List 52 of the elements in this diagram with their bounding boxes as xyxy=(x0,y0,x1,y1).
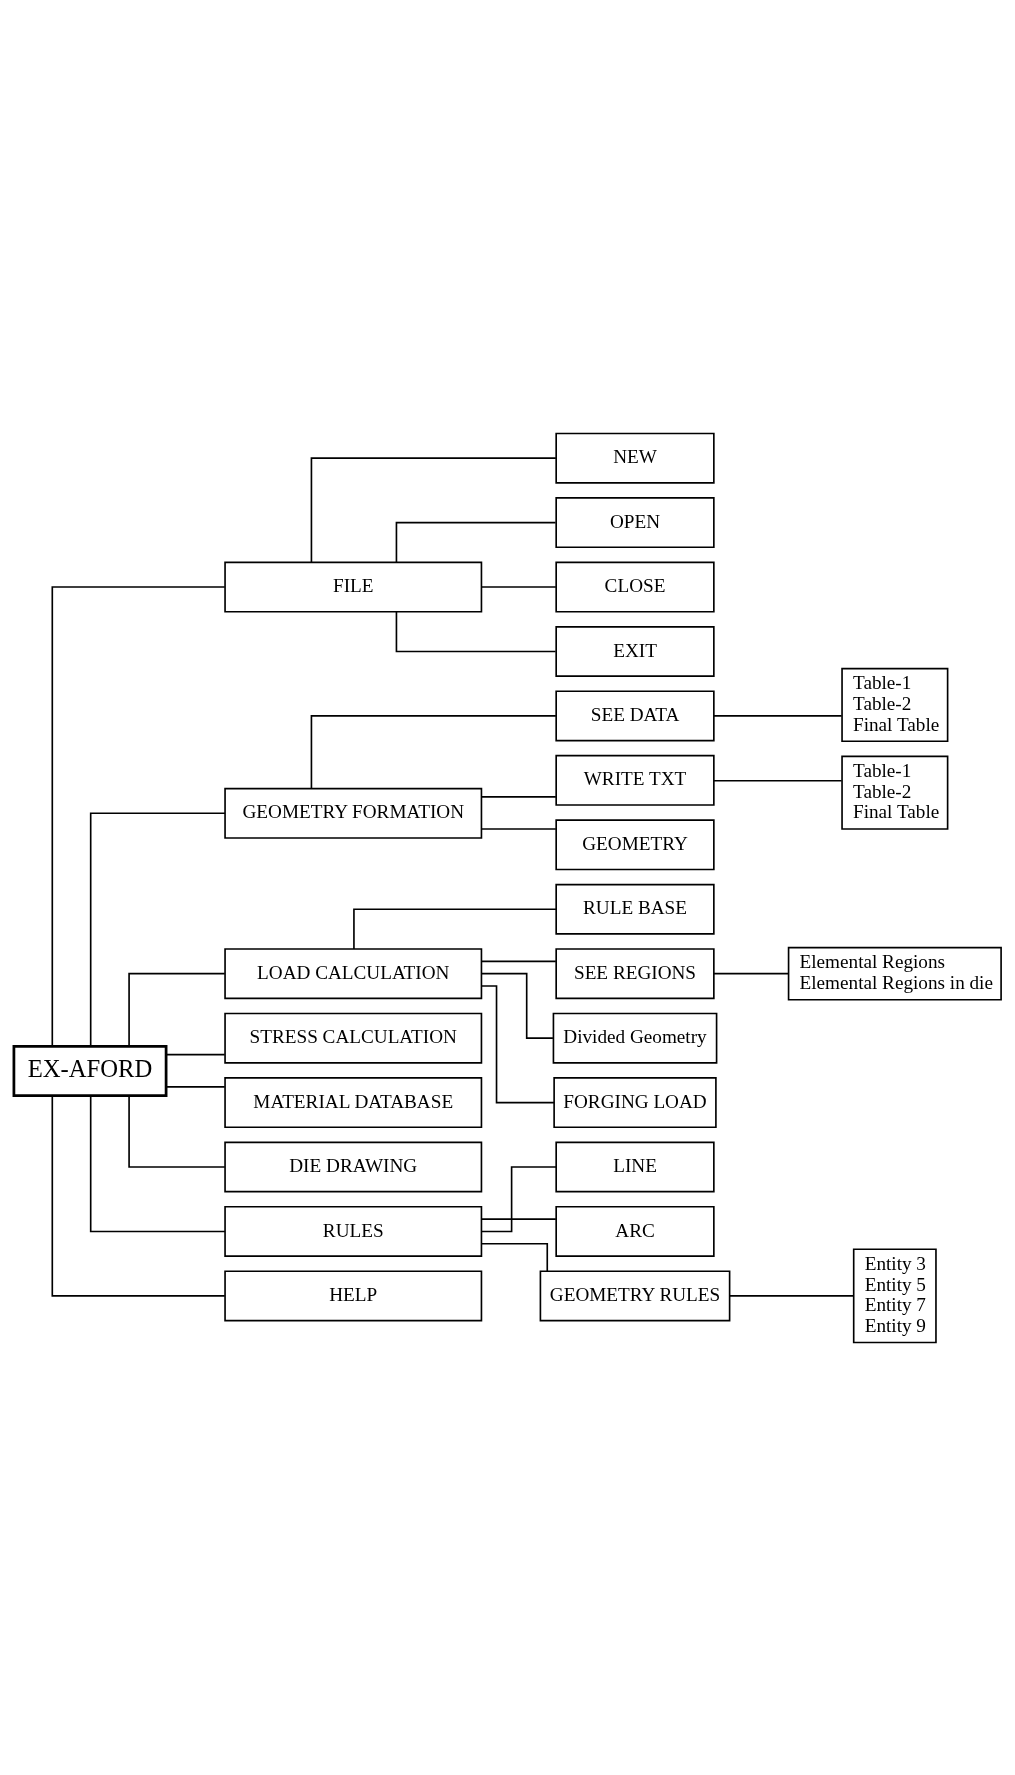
connector xyxy=(480,585,557,588)
node-box: ARC xyxy=(555,1205,715,1257)
node-box: Elemental Regions Elemental Regions in die xyxy=(787,946,1002,1001)
connector xyxy=(395,610,557,652)
node-box: CLOSE xyxy=(555,561,715,613)
node-box: Table-1 Table-2 Final Table xyxy=(841,755,949,830)
connector xyxy=(165,1053,226,1055)
connector xyxy=(480,795,557,798)
connector xyxy=(480,827,557,830)
node-box: SEE DATA xyxy=(555,689,715,741)
node-box: EXIT xyxy=(555,625,715,677)
node-box: FORGING LOAD xyxy=(553,1076,717,1128)
connector xyxy=(89,811,226,1047)
connector xyxy=(480,960,557,962)
connector xyxy=(51,1094,226,1297)
connector xyxy=(51,585,226,1047)
node-box: GEOMETRY xyxy=(555,818,715,870)
connector xyxy=(480,972,554,1039)
node-box: Table-1 Table-2 Final Table xyxy=(841,667,949,742)
connector xyxy=(713,972,790,974)
node-box: Divided Geometry xyxy=(552,1012,718,1064)
node-box: STRESS CALCULATION xyxy=(224,1012,483,1064)
node-box: EX-AFORD xyxy=(12,1044,168,1097)
node-box: WRITE TXT xyxy=(555,754,715,806)
node-box: GEOMETRY FORMATION xyxy=(224,787,483,839)
connector xyxy=(128,1094,226,1168)
connector xyxy=(128,972,226,1047)
connector xyxy=(395,521,557,563)
node-box: RULE BASE xyxy=(555,883,715,935)
node-box: GEOMETRY RULES xyxy=(539,1269,731,1321)
node-box: OPEN xyxy=(555,496,715,548)
node-box: RULES xyxy=(224,1205,483,1257)
connector xyxy=(729,1294,854,1297)
node-box: LOAD CALCULATION xyxy=(224,947,483,999)
node-box: MATERIAL DATABASE xyxy=(224,1076,483,1128)
node-box: NEW xyxy=(555,432,715,484)
connector xyxy=(480,984,555,1103)
node-box: SEE REGIONS xyxy=(555,947,715,999)
connector xyxy=(353,907,557,950)
node-box: FILE xyxy=(224,561,483,613)
node-box: DIE DRAWING xyxy=(224,1141,483,1193)
connector xyxy=(480,1217,557,1220)
connector xyxy=(480,1165,557,1232)
connector xyxy=(165,1085,226,1088)
connector xyxy=(89,1094,226,1232)
node-box: HELP xyxy=(224,1269,483,1321)
connector xyxy=(310,456,557,563)
node-box: LINE xyxy=(555,1141,715,1193)
connector xyxy=(713,714,843,717)
node-box: Entity 3 Entity 5 Entity 7 Entity 9 xyxy=(852,1247,937,1343)
connector xyxy=(310,714,557,789)
connector xyxy=(713,779,843,782)
